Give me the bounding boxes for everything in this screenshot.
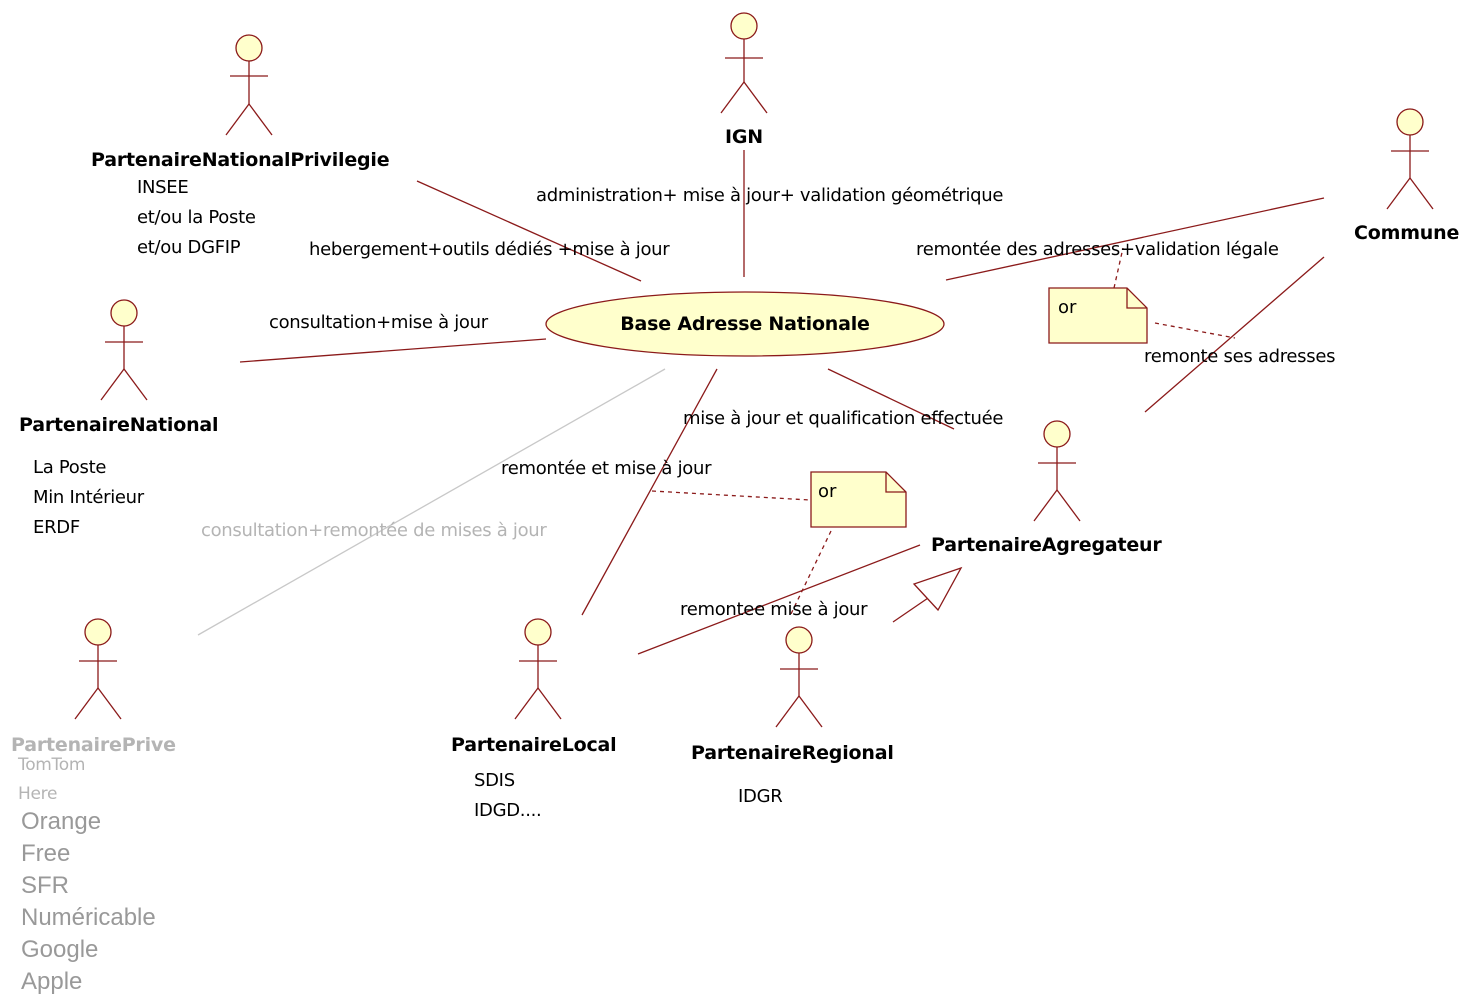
generalization-arrowhead xyxy=(912,566,963,612)
member-item: Google xyxy=(21,936,99,963)
actor-agregateur-figure xyxy=(1033,420,1081,522)
label-commune-agregateur: remonte ses adresses xyxy=(1144,346,1336,367)
association-national xyxy=(239,338,547,363)
label-local-agregateur: remontee mise à jour xyxy=(680,599,868,620)
actor-regional-name: PartenaireRegional xyxy=(691,742,894,764)
actor-national-figure xyxy=(100,299,148,401)
regional-members: IDGR xyxy=(738,782,783,812)
privilegie-members: INSEE et/ou la Poste et/ou DGFIP xyxy=(137,173,256,263)
label-prive: consultation+remontée de mises à jour xyxy=(201,520,547,541)
use-case-ellipse xyxy=(545,291,945,357)
actor-privilegie-figure xyxy=(225,34,273,136)
label-ign: administration+ mise à jour+ validation … xyxy=(536,185,1004,206)
label-privilegie: hebergement+outils dédiés +mise à jour xyxy=(309,239,670,260)
member-item: Min Intérieur xyxy=(33,487,144,508)
note2-text: or xyxy=(818,481,837,502)
association-commune-agregateur xyxy=(1144,256,1325,413)
actor-commune-name: Commune xyxy=(1354,222,1460,244)
association-agregateur xyxy=(827,368,955,430)
actor-ign-figure xyxy=(720,12,768,114)
member-item: SFR xyxy=(21,872,69,899)
actor-regional-figure xyxy=(775,626,823,728)
actor-local-figure xyxy=(514,618,562,720)
label-national: consultation+mise à jour xyxy=(269,312,488,333)
member-item: Numéricable xyxy=(21,904,156,931)
note2-link-a xyxy=(651,490,811,501)
label-local: remontée et mise à jour xyxy=(501,458,712,479)
prive-members: Orange Free SFR Numéricable Google Apple xyxy=(21,806,156,995)
member-item: INSEE xyxy=(137,177,189,198)
note1-text: or xyxy=(1058,297,1077,318)
member-item: Free xyxy=(21,840,71,867)
member-item: ERDF xyxy=(33,517,80,538)
association-local xyxy=(581,368,718,616)
generalization-line xyxy=(892,595,932,623)
association-local-agregateur xyxy=(637,544,921,655)
association-prive xyxy=(197,368,666,636)
note1-shape xyxy=(1048,287,1148,344)
member-item: SDIS xyxy=(474,770,515,791)
member-item: Orange xyxy=(21,808,102,835)
actor-local-name: PartenaireLocal xyxy=(451,734,617,756)
actor-privilegie-name: PartenaireNationalPrivilegie xyxy=(91,149,390,171)
member-item: et/ou la Poste xyxy=(137,207,256,228)
actor-national-name: PartenaireNational xyxy=(19,414,219,436)
note2-shape xyxy=(810,471,907,528)
member-item: IDGR xyxy=(738,786,783,807)
label-commune: remontée des adresses+validation légale xyxy=(916,239,1279,260)
member-item: Apple xyxy=(21,968,83,995)
use-case-label: Base Adresse Nationale xyxy=(620,313,870,335)
actor-commune-figure xyxy=(1386,108,1434,210)
prive-members-small: TomTom Here xyxy=(18,751,85,809)
actor-ign-name: IGN xyxy=(725,126,763,148)
association-commune xyxy=(945,197,1325,281)
member-item: et/ou DGFIP xyxy=(137,237,241,258)
member-item: TomTom xyxy=(18,755,86,775)
national-members: La Poste Min Intérieur ERDF xyxy=(33,453,144,543)
note1-link-a xyxy=(1113,247,1124,289)
member-item: Here xyxy=(18,784,58,804)
member-item: IDGD.... xyxy=(474,800,542,821)
label-agregateur: mise à jour et qualification effectuée xyxy=(683,408,1004,429)
actor-prive-name: PartenairePrive xyxy=(11,734,176,756)
member-item: La Poste xyxy=(33,457,107,478)
association-privilegie xyxy=(416,180,642,282)
local-members: SDIS IDGD.... xyxy=(474,766,542,826)
actor-agregateur-name: PartenaireAgregateur xyxy=(931,534,1162,556)
actor-prive-figure xyxy=(74,618,122,720)
note1-link-b xyxy=(1154,322,1236,339)
